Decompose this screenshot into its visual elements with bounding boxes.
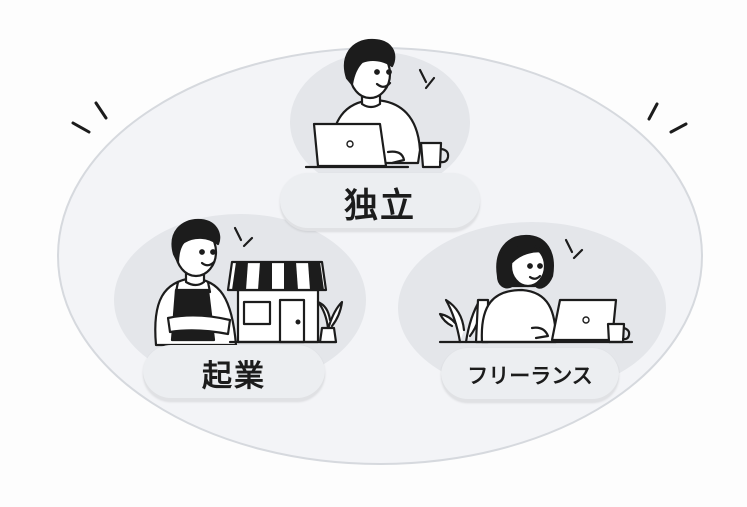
emphasis-marks-left-icon bbox=[71, 101, 108, 134]
label-entrepreneurship: 起業 bbox=[143, 345, 325, 401]
shopkeeper-with-storefront-icon bbox=[154, 218, 344, 347]
woman-with-laptop-icon bbox=[438, 234, 634, 344]
man-with-laptop-and-coffee-icon bbox=[304, 38, 450, 169]
label-freelance: フリーランス bbox=[441, 348, 619, 402]
label-independence: 独立 bbox=[280, 173, 480, 231]
emphasis-marks-right-icon bbox=[647, 102, 688, 134]
